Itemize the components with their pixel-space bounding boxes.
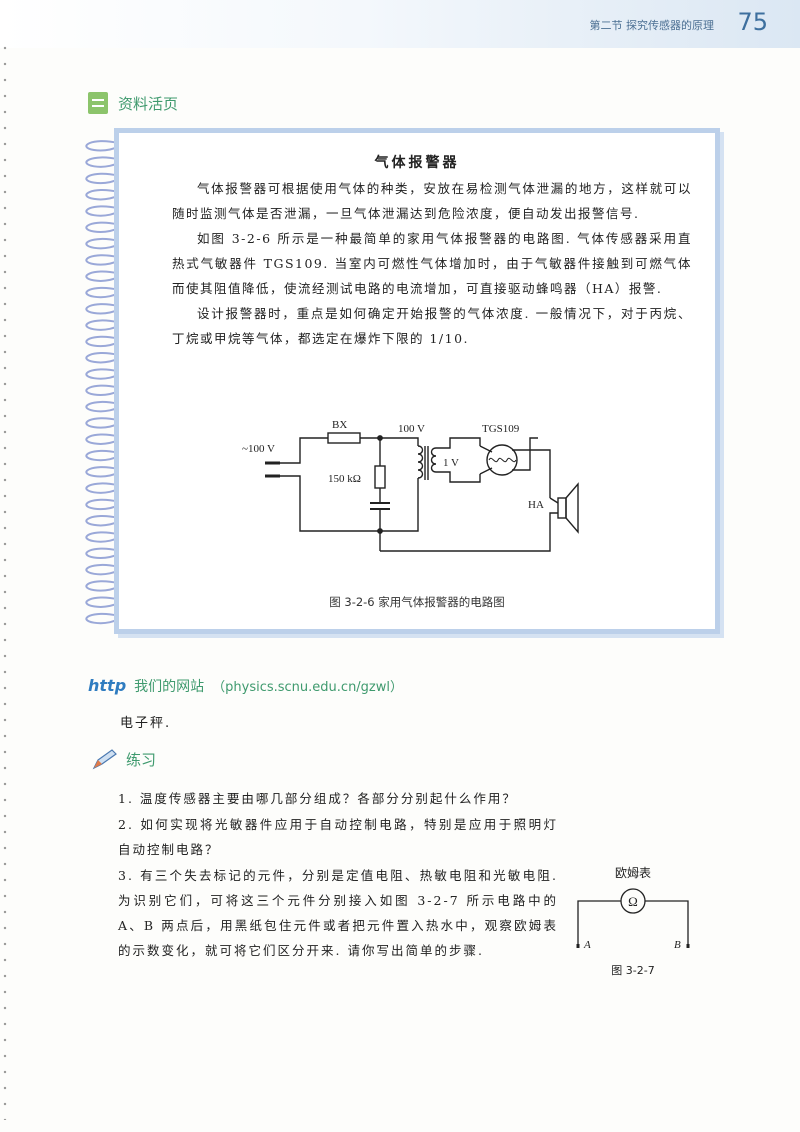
label-source: ~100 V (242, 443, 275, 455)
wire (549, 497, 559, 504)
wire (577, 900, 621, 944)
card-paragraph: 如图 3-2-6 所示是一种最简单的家用气体报警器的电路图. 气体传感器采用直热… (172, 231, 692, 296)
ohmmeter (620, 888, 646, 914)
point-b-label: B (674, 939, 681, 951)
website-heading: http 我们的网站 （physics.scnu.edu.cn/gzwl） (88, 676, 403, 696)
point-a-label: A (583, 939, 591, 951)
wire (273, 475, 380, 532)
wire (380, 488, 419, 532)
card-body: 气体报警器可根据使用气体的种类，安放在易检测气体泄漏的地方，这样就可以随时监测气… (172, 176, 692, 351)
exercise-item: 3. 有三个失去标记的元件，分别是定值电阻、热敏电阻和光敏电阻. 为识别它们，可… (118, 868, 558, 958)
exercise-heading: 练习 (92, 748, 156, 770)
http-logo-icon: http (88, 676, 127, 695)
ohmmeter-title: 欧姆表 (614, 866, 651, 880)
sidebar-heading: 资料活页 (88, 92, 178, 114)
website-topic: 电子秤. (120, 716, 172, 731)
wire (380, 512, 558, 552)
buzzer-body (557, 497, 567, 519)
gas-alarm-circuit-diagram: ~100 V BX 100 V 1 V TGS109 150 kΩ HA (242, 419, 579, 552)
label-primary: 100 V (398, 423, 425, 435)
exercise-list: 1. 温度传感器主要由哪几部分组成？各部分分别起什么作用？ 2. 如何实现将光敏… (118, 786, 558, 964)
wire (512, 437, 538, 471)
label-fuse: BX (332, 419, 347, 431)
exercise-item: 2. 如何实现将光敏器件应用于自动控制电路，特别是应用于照明灯自动控制电路？ (118, 817, 558, 857)
card-paragraph: 设计报警器时，重点是如何确定开始报警的气体浓度. 一般情况下，对于丙烷、丁烷或甲… (172, 306, 692, 346)
gas-sensor (486, 444, 518, 476)
wire (479, 445, 493, 453)
exercise-item: 1. 温度传感器主要由哪几部分组成？各部分分别起什么作用？ (118, 791, 517, 806)
card-title: 气体报警器 (374, 155, 460, 171)
header-section-title: 第二节 探究传感器的原理 (589, 19, 715, 32)
ohmmeter-caption: 图 3-2-7 (611, 964, 655, 977)
info-card (114, 128, 720, 634)
wire (512, 449, 551, 498)
document-icon (88, 92, 108, 114)
pencil-icon (92, 749, 117, 770)
header-band (0, 0, 800, 48)
resistor (374, 465, 386, 489)
label-secondary: 1 V (443, 457, 459, 469)
binding-edge (0, 40, 10, 1120)
wire (436, 437, 481, 449)
sidebar-heading-label: 资料活页 (118, 94, 179, 113)
figure-caption: 图 3-2-6 家用气体报警器的电路图 (329, 595, 505, 609)
ohm-symbol: Ω (628, 894, 638, 909)
exercise-label: 练习 (126, 750, 157, 769)
wire (273, 437, 328, 464)
card-paragraph: 气体报警器可根据使用气体的种类，安放在易检测气体泄漏的地方，这样就可以随时监测气… (172, 181, 692, 221)
buzzer-horn (565, 482, 579, 534)
wire (479, 467, 493, 475)
ohmmeter-diagram: Ω A B (576, 888, 690, 951)
website-label: 我们的网站 (134, 679, 205, 695)
wire (380, 437, 419, 446)
label-sensor: TGS109 (482, 423, 520, 435)
label-buzzer: HA (528, 499, 544, 511)
website-url[interactable]: （physics.scnu.edu.cn/gzwl） (212, 680, 404, 695)
wire (436, 471, 481, 483)
transformer-secondary (430, 447, 437, 473)
label-resistor: 150 kΩ (328, 473, 361, 485)
transformer-primary (417, 445, 424, 479)
wire (645, 900, 689, 944)
page-number: 75 (737, 8, 768, 36)
sensor-heater (488, 457, 517, 463)
fuse (327, 432, 361, 444)
